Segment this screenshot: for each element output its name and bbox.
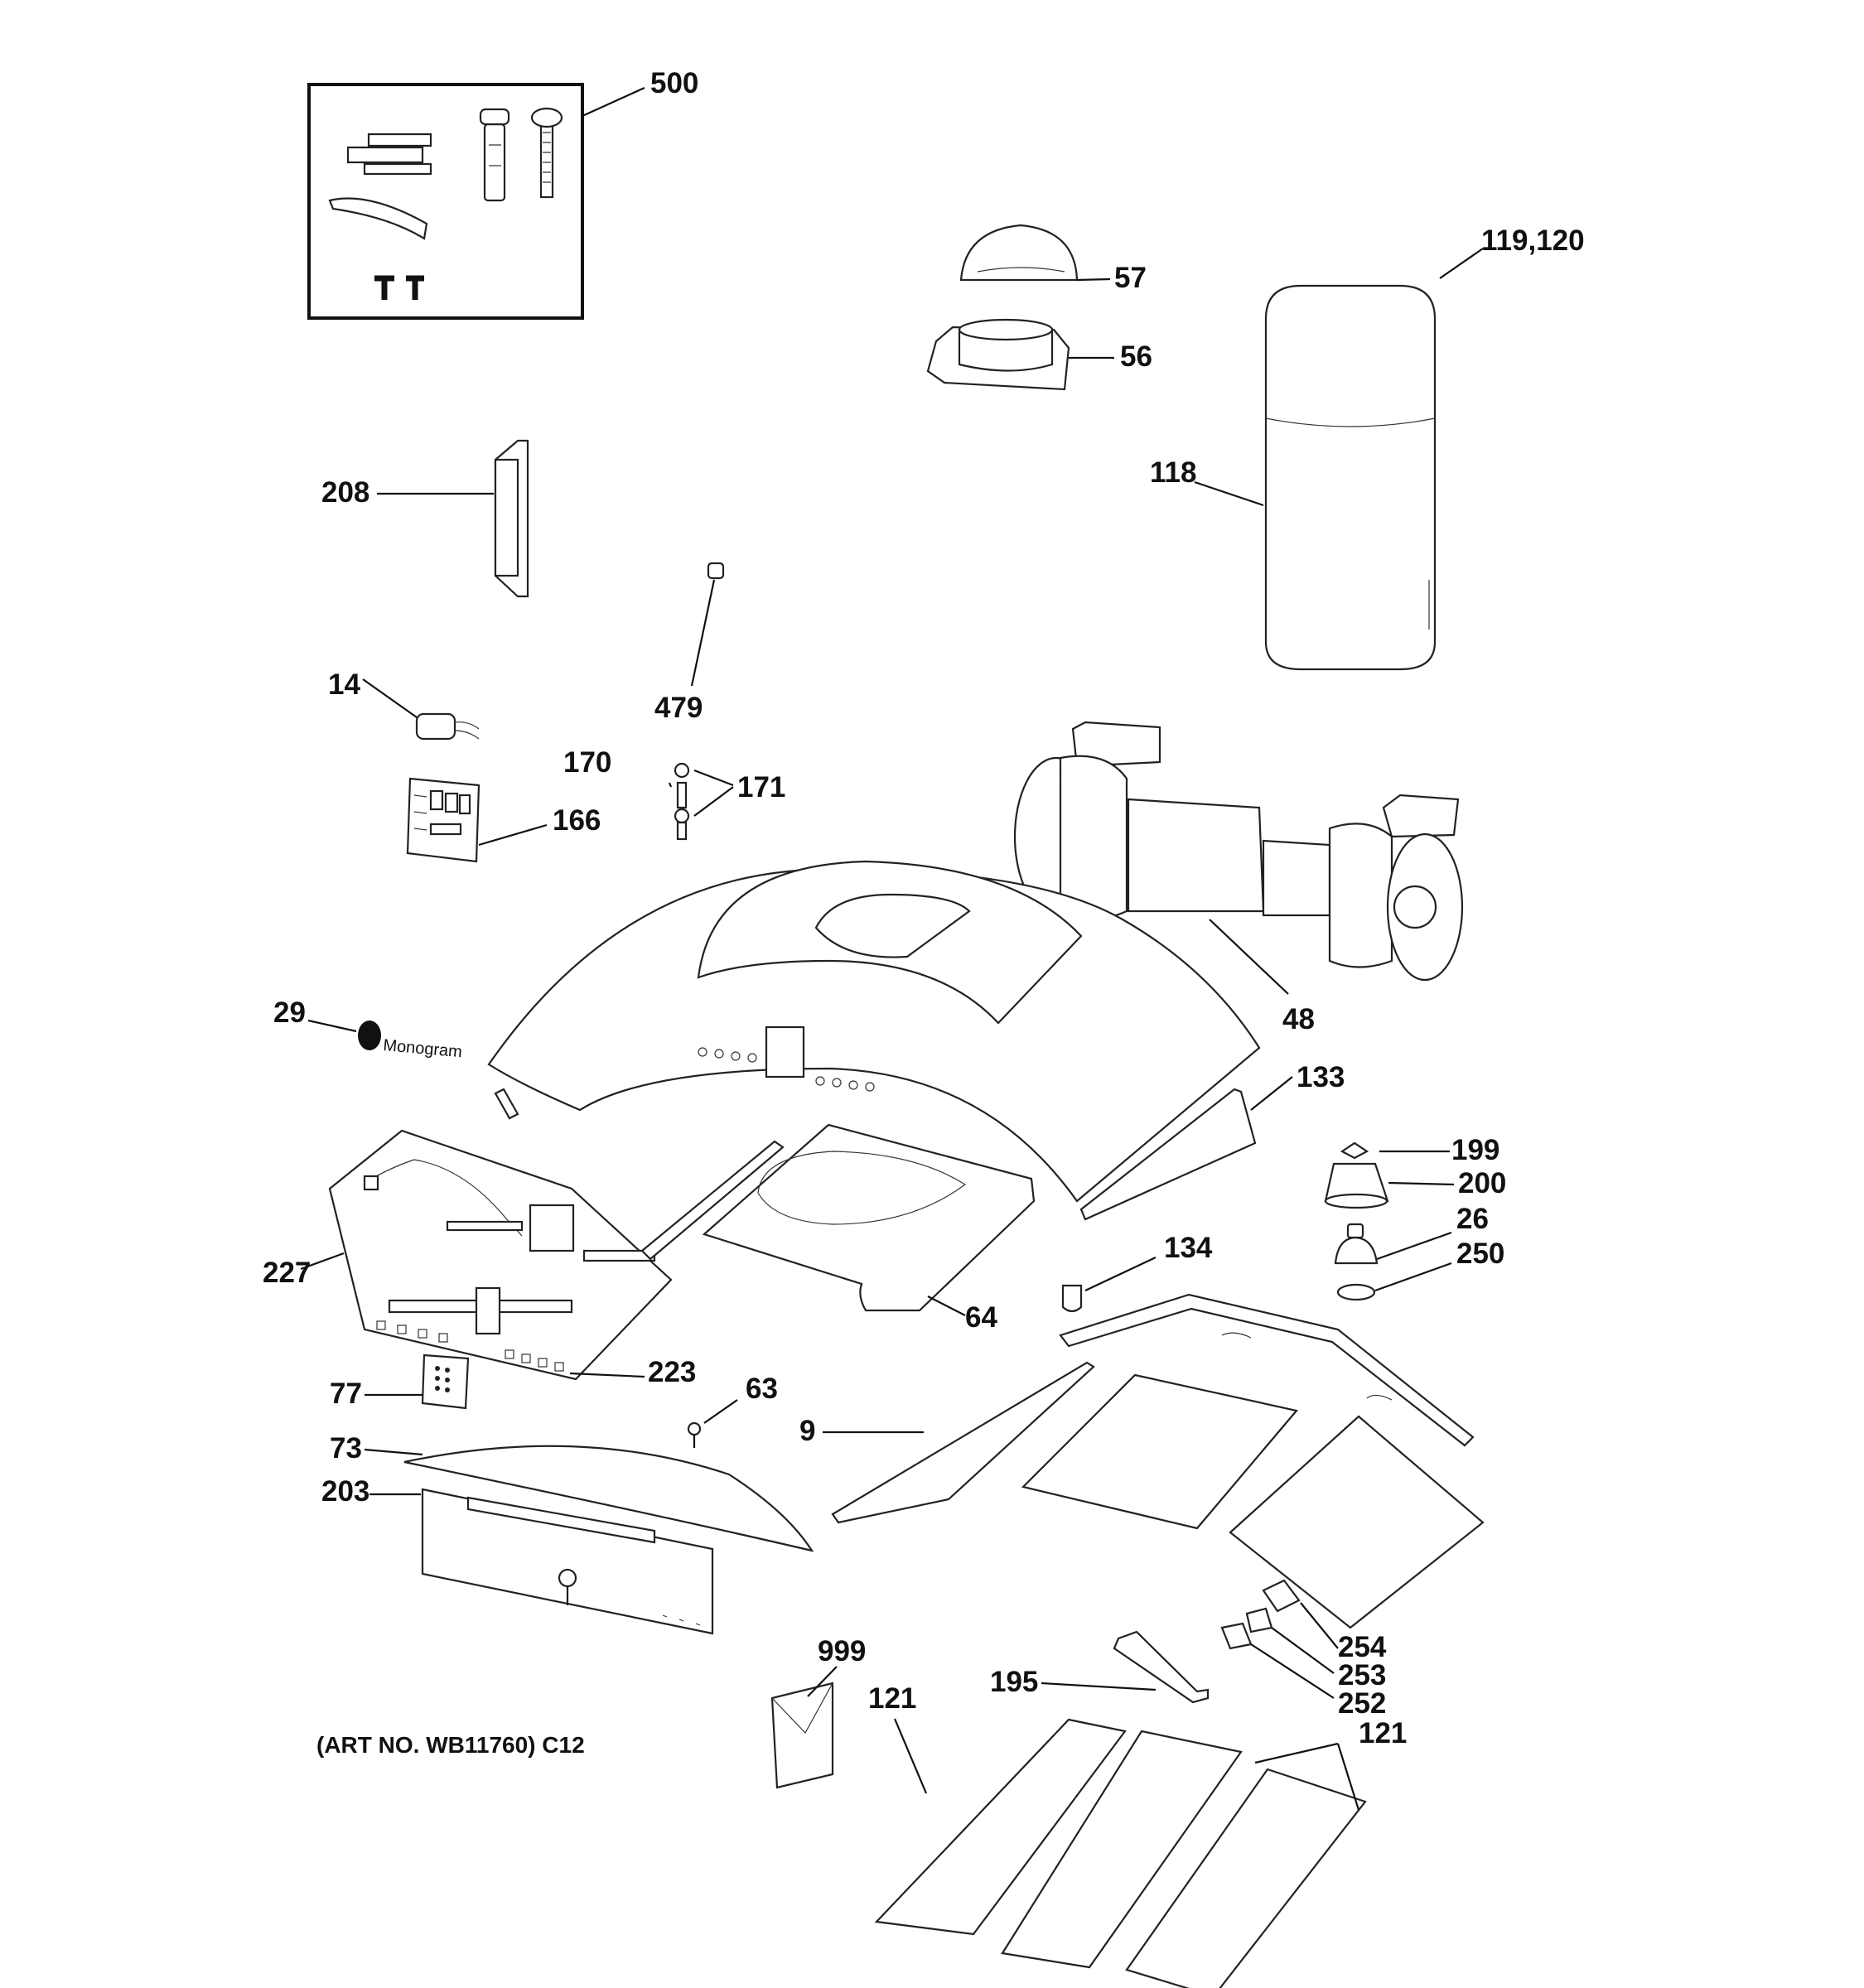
bottom-plate-64: [640, 1123, 1036, 1312]
front-panel-203: [421, 1488, 714, 1635]
light-socket-parts: [1324, 1141, 1389, 1301]
bracket-195: [1113, 1630, 1210, 1704]
monogram-text: Monogram: [383, 1036, 463, 1061]
callout-171: 171: [737, 771, 785, 803]
callout-500: 500: [650, 67, 698, 99]
literature-envelope-999: [770, 1682, 834, 1789]
light-switch-parts: [1220, 1579, 1301, 1650]
callout-77: 77: [330, 1378, 362, 1410]
callout-208: 208: [321, 476, 369, 509]
callout-14: 14: [328, 668, 360, 701]
callout-121-left: 121: [868, 1682, 916, 1715]
callout-73: 73: [330, 1432, 362, 1464]
capacitor-14: [415, 712, 480, 741]
switch-board-77: [421, 1353, 470, 1410]
blower-assembly-48: [1013, 721, 1464, 982]
grease-filter-9: [831, 1293, 1485, 1629]
front-trim-73: [403, 1445, 814, 1552]
callout-56: 56: [1120, 340, 1152, 373]
wiring-panel-227: [328, 1129, 673, 1381]
art-number-caption: (ART NO. WB11760) C12: [316, 1732, 585, 1758]
duct-adapter-56: [926, 318, 1070, 391]
callout-48: 48: [1282, 1003, 1315, 1035]
charcoal-filters-121: [874, 1718, 1367, 1988]
callout-170: 170: [563, 746, 611, 779]
callout-119-120: 119,120: [1481, 224, 1585, 257]
callout-203: 203: [321, 1475, 369, 1508]
callout-29: 29: [273, 996, 306, 1029]
callout-227: 227: [263, 1257, 311, 1289]
screw-134: [1061, 1284, 1083, 1313]
callout-253: 253: [1338, 1659, 1386, 1691]
callout-195: 195: [990, 1666, 1038, 1698]
hood-body: [487, 860, 1261, 1203]
callout-57: 57: [1114, 262, 1147, 294]
callout-223: 223: [648, 1356, 696, 1388]
callout-250: 250: [1456, 1238, 1504, 1270]
callout-26: 26: [1456, 1203, 1489, 1235]
chimney-duct-cover: [1264, 284, 1437, 671]
callout-999: 999: [818, 1635, 866, 1667]
side-rail-133: [1079, 1088, 1257, 1221]
callout-134: 134: [1164, 1232, 1213, 1264]
dome-light-cover-57: [959, 224, 1079, 282]
callout-254: 254: [1338, 1631, 1387, 1663]
callout-64: 64: [965, 1301, 997, 1334]
callout-63: 63: [746, 1373, 778, 1405]
monogram-badge-29: Monogram: [358, 1021, 463, 1061]
control-board-166: [406, 777, 480, 863]
thermostat-wire-479: [690, 562, 725, 687]
fastener-170-171: [674, 762, 690, 841]
callout-118: 118: [1150, 456, 1196, 489]
callout-9: 9: [799, 1415, 815, 1447]
callout-252: 252: [1338, 1687, 1386, 1720]
hardware-kit-box: [307, 83, 584, 320]
callout-479: 479: [654, 692, 703, 724]
callout-133: 133: [1297, 1061, 1345, 1093]
callout-121-right: 121: [1359, 1717, 1407, 1749]
callout-166: 166: [553, 804, 601, 837]
callout-200: 200: [1458, 1167, 1506, 1199]
screw-63: [687, 1421, 702, 1448]
callout-199: 199: [1451, 1134, 1499, 1166]
transformer-208: [494, 439, 529, 598]
